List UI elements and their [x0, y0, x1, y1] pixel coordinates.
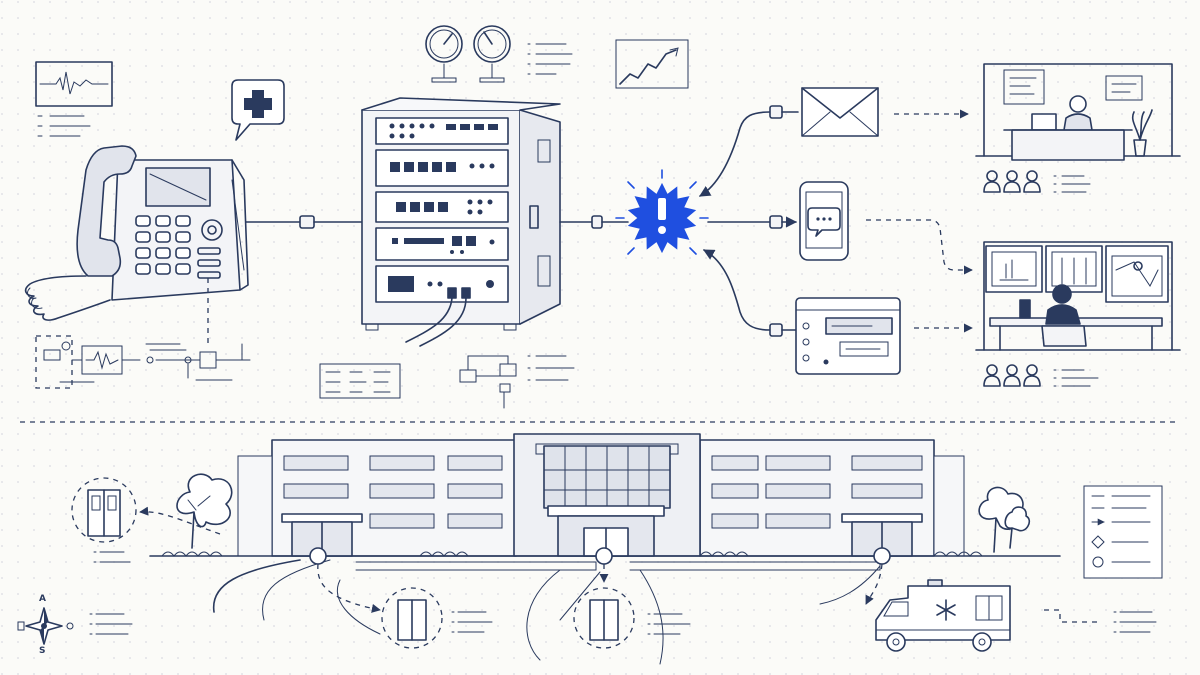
legend-panel-icon	[1083, 485, 1163, 579]
medical-cross-bubble-icon	[231, 79, 285, 141]
hospital-building-icon	[161, 433, 983, 557]
mobile-message-icon	[799, 181, 849, 261]
phone-server-cable	[245, 215, 363, 229]
ecg-monitor-icon	[35, 61, 113, 137]
gauge-icon	[425, 25, 573, 83]
door-icon	[573, 587, 691, 649]
door-icon	[381, 587, 493, 649]
server-notes-panel	[319, 355, 575, 409]
envelope-icon	[801, 87, 879, 137]
ambulance-icon	[875, 579, 1157, 652]
tree-icon	[176, 473, 233, 549]
server-alert-cable	[559, 215, 629, 229]
tree-icon	[978, 486, 1031, 553]
reception-desk-icon	[975, 63, 1181, 161]
compass-north-label: A	[39, 594, 46, 604]
compass-south-label: S	[39, 646, 46, 656]
entrance-markers	[139, 506, 891, 613]
desktop-notification-icon	[795, 297, 901, 375]
people-icon	[983, 364, 1099, 387]
trend-chart-icon	[615, 39, 689, 89]
alert-channel-arrows	[699, 105, 799, 337]
server-rack-icon	[361, 97, 561, 347]
alert-burst-icon	[615, 169, 709, 255]
circuit-schematic	[35, 278, 251, 389]
phone-icon	[24, 145, 249, 321]
compass-icon	[17, 607, 133, 645]
destination-arrows	[866, 109, 973, 333]
door-icon	[71, 477, 137, 563]
security-monitoring-icon	[975, 241, 1181, 351]
people-icon	[983, 170, 1091, 193]
